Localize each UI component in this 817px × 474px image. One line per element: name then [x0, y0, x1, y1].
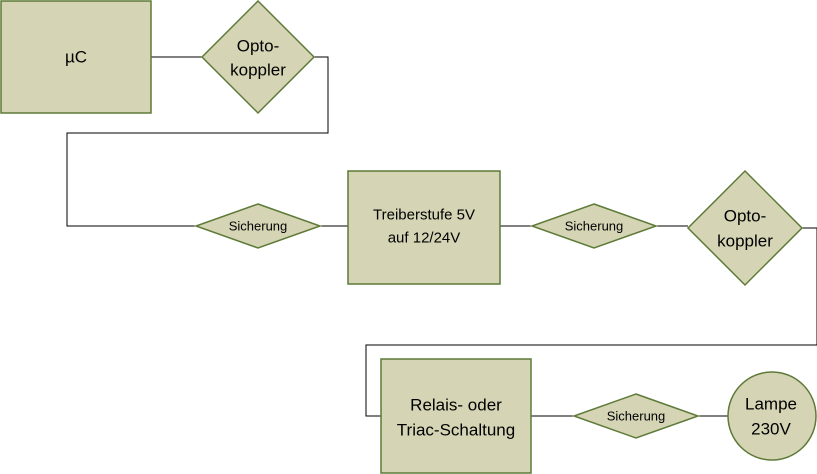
lamp-line-1: Lampe [745, 395, 797, 414]
relay-triac-line-2: Triac-Schaltung [397, 421, 515, 440]
optocoupler-1: Opto- koppler [200, 0, 316, 115]
mc-block: µC [0, 0, 152, 114]
mc-label: µC [65, 48, 87, 67]
wire-opto1-fuse1 [66, 56, 329, 227]
optocoupler-2: Opto- koppler [686, 169, 804, 287]
driver-stage-block: Treiberstufe 5V auf 12/24V [347, 170, 501, 285]
relay-triac-block: Relais- oder Triac-Schaltung [380, 358, 532, 474]
wire-opto2-relay [365, 227, 817, 417]
optocoupler-1-line-2: koppler [230, 61, 286, 80]
optocoupler-2-line-1: Opto- [724, 207, 767, 226]
wires [66, 56, 817, 417]
lamp: Lampe 230V [727, 371, 817, 461]
fuse-1: Sicherung [193, 203, 323, 249]
lamp-line-2: 230V [751, 420, 791, 439]
fuse-3-label: Sicherung [607, 409, 666, 424]
driver-stage-line-2: auf 12/24V [388, 230, 461, 247]
relay-triac-line-1: Relais- oder [410, 396, 502, 415]
optocoupler-2-line-2: koppler [717, 232, 773, 251]
fuse-2-label: Sicherung [565, 219, 624, 234]
fuse-3: Sicherung [571, 393, 701, 439]
driver-stage-line-1: Treiberstufe 5V [373, 207, 475, 224]
optocoupler-1-line-1: Opto- [237, 37, 280, 56]
fuse-2: Sicherung [529, 203, 659, 249]
fuse-1-label: Sicherung [229, 219, 288, 234]
